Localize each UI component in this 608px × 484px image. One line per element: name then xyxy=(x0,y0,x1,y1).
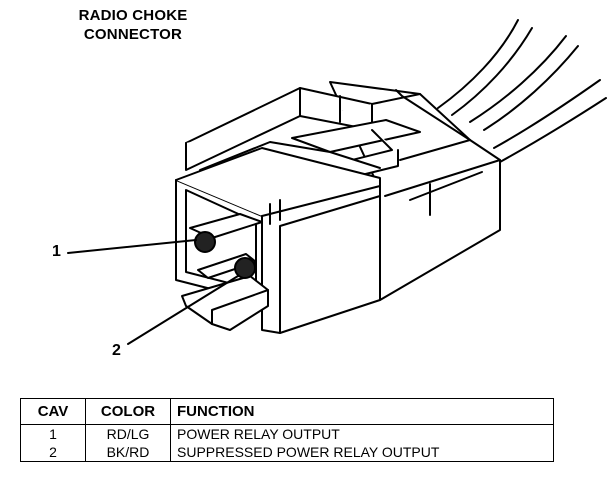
header-color: COLOR xyxy=(85,398,171,425)
connector-body xyxy=(175,81,501,334)
table-row: 1 RD/LG POWER RELAY OUTPUT xyxy=(20,424,554,443)
header-function: FUNCTION xyxy=(170,398,554,425)
diagram-title: RADIO CHOKE CONNECTOR xyxy=(58,6,208,44)
header-cav: CAV xyxy=(20,398,86,425)
cavity-2-pin xyxy=(234,257,256,279)
title-line-1: RADIO CHOKE xyxy=(78,7,188,24)
cavity-1-pin xyxy=(194,231,216,253)
connector-illustration xyxy=(67,19,607,345)
row-2-cav: 2 xyxy=(20,443,86,462)
callout-1: 1 xyxy=(52,243,61,260)
table-row: 2 BK/RD SUPPRESSED POWER RELAY OUTPUT xyxy=(20,443,554,462)
callout-2: 2 xyxy=(112,342,121,359)
title-line-2: CONNECTOR xyxy=(83,26,183,43)
leader-line-2 xyxy=(127,275,239,345)
row-2-function: SUPPRESSED POWER RELAY OUTPUT xyxy=(170,443,554,462)
table-header-row: CAV COLOR FUNCTION xyxy=(20,398,554,425)
row-1-color: RD/LG xyxy=(85,424,171,443)
row-1-function: POWER RELAY OUTPUT xyxy=(170,424,554,443)
leader-line-1 xyxy=(67,239,197,254)
row-2-color: BK/RD xyxy=(85,443,171,462)
cavity-table: CAV COLOR FUNCTION 1 RD/LG POWER RELAY O… xyxy=(20,398,554,462)
wire-harness xyxy=(437,19,607,163)
row-1-cav: 1 xyxy=(20,424,86,443)
